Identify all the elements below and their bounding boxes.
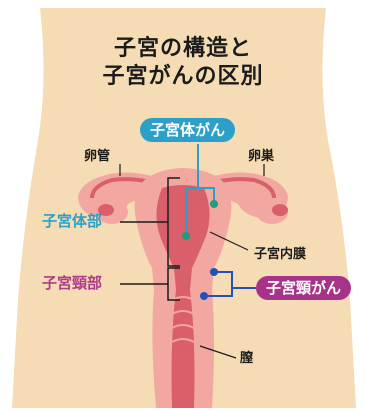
cervix-label: 子宮頸部 <box>42 274 103 292</box>
endometrium-label: 子宮内膜 <box>254 247 307 262</box>
right-ovary-inner <box>272 204 288 216</box>
oviduct-label: 卵管 <box>84 149 111 164</box>
title-line-1: 子宮の構造と <box>113 36 252 61</box>
endometrial-cancer-connector <box>185 144 215 236</box>
cervical-marker-lower <box>200 292 208 300</box>
cervical-marker-upper <box>210 268 218 276</box>
title-line-2: 子宮がんの区別 <box>102 64 264 89</box>
endometrial-marker-left <box>182 232 190 240</box>
ovary-label: 卵巣 <box>248 149 275 164</box>
region-brackets <box>120 177 180 301</box>
uterine-body-label: 子宮体部 <box>42 212 103 230</box>
pointer-lines <box>119 164 265 359</box>
endometrial-cancer-badge: 子宮体がん <box>140 118 236 142</box>
cervical-cancer-badge: 子宮頸がん <box>256 276 352 300</box>
cervical-cancer-connector <box>204 271 256 297</box>
endometrial-marker-right <box>210 200 218 208</box>
cervix-folds <box>171 296 195 343</box>
left-ovary-inner <box>98 204 114 216</box>
vagina-label: 膣 <box>240 351 254 366</box>
